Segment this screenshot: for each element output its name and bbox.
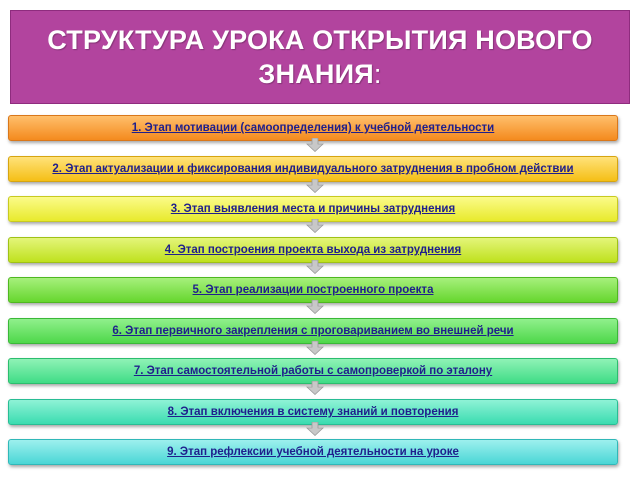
down-arrow-icon xyxy=(306,138,324,152)
step-label-9: 9. Этап рефлексии учебной деятельности н… xyxy=(167,446,459,458)
down-arrow-icon xyxy=(306,179,324,193)
step-label-2: 2. Этап актуализации и фиксирования инди… xyxy=(52,163,574,175)
down-arrow-icon xyxy=(306,219,324,233)
step-label-5: 5. Этап реализации построенного проекта xyxy=(192,284,434,296)
title-colon: : xyxy=(373,59,382,89)
step-box-1: 1. Этап мотивации (самоопределения) к уч… xyxy=(8,115,618,141)
down-arrow-icon xyxy=(306,422,324,436)
down-arrow-icon xyxy=(306,300,324,314)
step-label-4: 4. Этап построения проекта выхода из зат… xyxy=(164,244,462,256)
step-box-9: 9. Этап рефлексии учебной деятельности н… xyxy=(8,439,618,465)
title-banner: СТРУКТУРА УРОКА ОТКРЫТИЯ НОВОГО ЗНАНИЯ: xyxy=(10,10,630,104)
page-title: СТРУКТУРА УРОКА ОТКРЫТИЯ НОВОГО ЗНАНИЯ: xyxy=(40,23,600,91)
down-arrow-icon xyxy=(306,260,324,274)
step-label-7: 7. Этап самостоятельной работы с самопро… xyxy=(133,365,493,377)
step-label-1: 1. Этап мотивации (самоопределения) к уч… xyxy=(131,122,495,134)
step-box-6: 6. Этап первичного закрепления с прогова… xyxy=(8,318,618,344)
step-box-5: 5. Этап реализации построенного проекта xyxy=(8,277,618,303)
step-box-2: 2. Этап актуализации и фиксирования инди… xyxy=(8,156,618,182)
title-text: СТРУКТУРА УРОКА ОТКРЫТИЯ НОВОГО ЗНАНИЯ xyxy=(47,25,593,89)
down-arrow-icon xyxy=(306,381,324,395)
step-label-8: 8. Этап включения в систему знаний и пов… xyxy=(167,406,459,418)
down-arrow-icon xyxy=(306,341,324,355)
step-label-3: 3. Этап выявления места и причины затруд… xyxy=(170,203,456,215)
step-label-6: 6. Этап первичного закрепления с прогова… xyxy=(112,325,514,337)
